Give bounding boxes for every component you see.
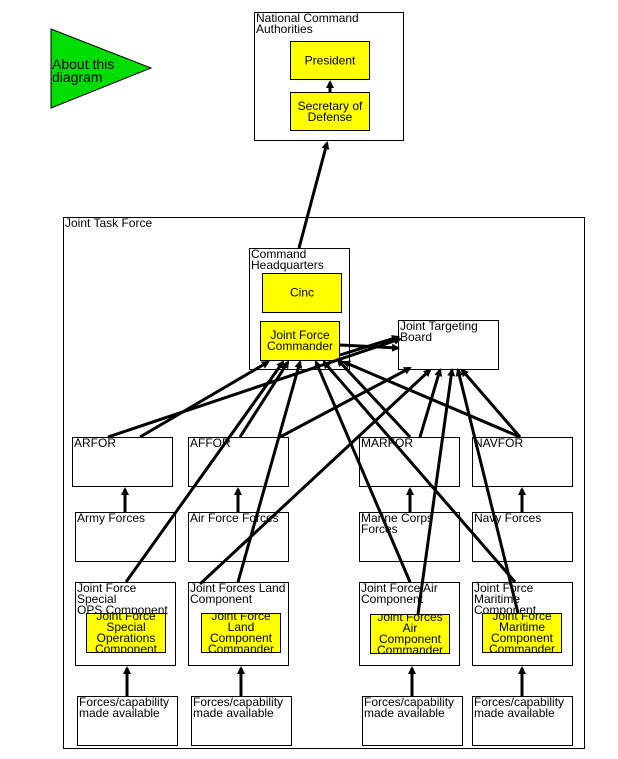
- arrow-land-jfc: [236, 360, 303, 583]
- arrow-specops-jfc: [124, 360, 285, 583]
- jfc-label: Joint Force Commander: [266, 328, 334, 353]
- jtb-title: Joint Targeting Board: [400, 320, 478, 344]
- arrow-arfor-jfc: [139, 360, 270, 439]
- marfor-label: MARFOR: [361, 437, 413, 450]
- forces-available-label-4: Forces/capability made available: [474, 696, 565, 720]
- about-triangle-icon: [50, 28, 153, 109]
- arrow-marfor-jtb: [418, 368, 443, 438]
- president-box[interactable]: President: [290, 41, 370, 80]
- maritime-commander-box[interactable]: Joint Force Maritime Component Commander: [482, 613, 562, 653]
- army-forces-label: Army Forces: [77, 512, 146, 525]
- land-component-title: Joint Forces Land Component: [190, 582, 286, 606]
- secdef-box[interactable]: Secretary of Defense: [290, 92, 370, 131]
- cinc-box[interactable]: Cinc: [262, 273, 342, 313]
- forces-available-label-2: Forces/capability made available: [193, 696, 284, 720]
- spec-ops-commander-label: Joint Force Special Operations Component: [94, 613, 158, 653]
- spec-ops-commander-box[interactable]: Joint Force Special Operations Component: [86, 613, 166, 653]
- land-commander-box[interactable]: Joint Force Land Component Commander: [201, 613, 281, 653]
- air-component-title: Joint Force Air Component: [361, 582, 438, 606]
- arfor-label: ARFOR: [74, 437, 116, 450]
- arrow-land-jtb: [198, 368, 432, 586]
- forces-available-box-4[interactable]: Forces/capability made available: [472, 696, 573, 746]
- arrow-jfc-jtb-2: [339, 334, 400, 357]
- air-force-forces-label: Air Force Forces: [190, 512, 279, 525]
- president-label: President: [304, 53, 356, 67]
- secdef-label: Secretary of Defense: [297, 98, 363, 124]
- arrow-marfor-jfc: [336, 358, 412, 439]
- air-commander-box[interactable]: Joint Forces Air Component Commander: [370, 614, 450, 654]
- arrow-air-jfc: [314, 360, 412, 583]
- navy-forces-label: Navy Forces: [474, 512, 542, 525]
- army-forces-box[interactable]: Army Forces: [75, 512, 176, 562]
- arrow-maritime-jtb: [455, 368, 520, 614]
- arrow-affor-jfc: [238, 360, 290, 438]
- arfor-box[interactable]: ARFOR: [72, 437, 173, 487]
- jtf-box[interactable]: Joint Task Force: [63, 217, 585, 749]
- forces-available-label-3: Forces/capability made available: [364, 696, 455, 720]
- forces-available-box-1[interactable]: Forces/capability made available: [77, 696, 178, 746]
- arrow-navfor-jtb: [460, 368, 522, 438]
- arrow-hq-nca: [297, 141, 330, 249]
- forces-available-box-2[interactable]: Forces/capability made available: [191, 696, 292, 746]
- arrow-maritime-jfc: [322, 360, 517, 583]
- arrow-navfor-jfc: [342, 360, 521, 439]
- air-component-box[interactable]: Joint Force Air Component: [359, 582, 460, 666]
- nca-title: National Command Authorities: [256, 12, 359, 36]
- about-label: About this diagram: [52, 56, 115, 85]
- air-force-forces-box[interactable]: Air Force Forces: [188, 512, 289, 562]
- maritime-commander-label: Joint Force Maritime Component Commander: [488, 613, 556, 653]
- jtf-title: Joint Task Force: [65, 217, 153, 230]
- forces-available-label-1: Forces/capability made available: [79, 696, 170, 720]
- command-hq-title: Command Headquarters: [251, 248, 324, 272]
- cinc-label: Cinc: [289, 285, 314, 300]
- jfc-box[interactable]: Joint Force Commander: [260, 321, 340, 361]
- navfor-label: NAVFOR: [474, 437, 524, 450]
- affor-label: AFFOR: [190, 437, 231, 450]
- marine-forces-box[interactable]: Marine Corps Forces: [359, 512, 460, 562]
- land-commander-label: Joint Force Land Component Commander: [207, 613, 275, 653]
- nca-box[interactable]: National Command Authorities: [254, 12, 404, 141]
- land-component-box[interactable]: Joint Forces Land Component: [188, 582, 289, 666]
- navfor-box[interactable]: NAVFOR: [472, 437, 573, 487]
- air-commander-label: Joint Forces Air Component Commander: [376, 614, 444, 654]
- forces-available-box-3[interactable]: Forces/capability made available: [362, 696, 463, 746]
- command-hq-box[interactable]: Command Headquarters: [249, 248, 350, 370]
- arrow-arfor-jtb: [107, 337, 402, 439]
- about-diagram-button[interactable]: About this diagram: [50, 28, 154, 110]
